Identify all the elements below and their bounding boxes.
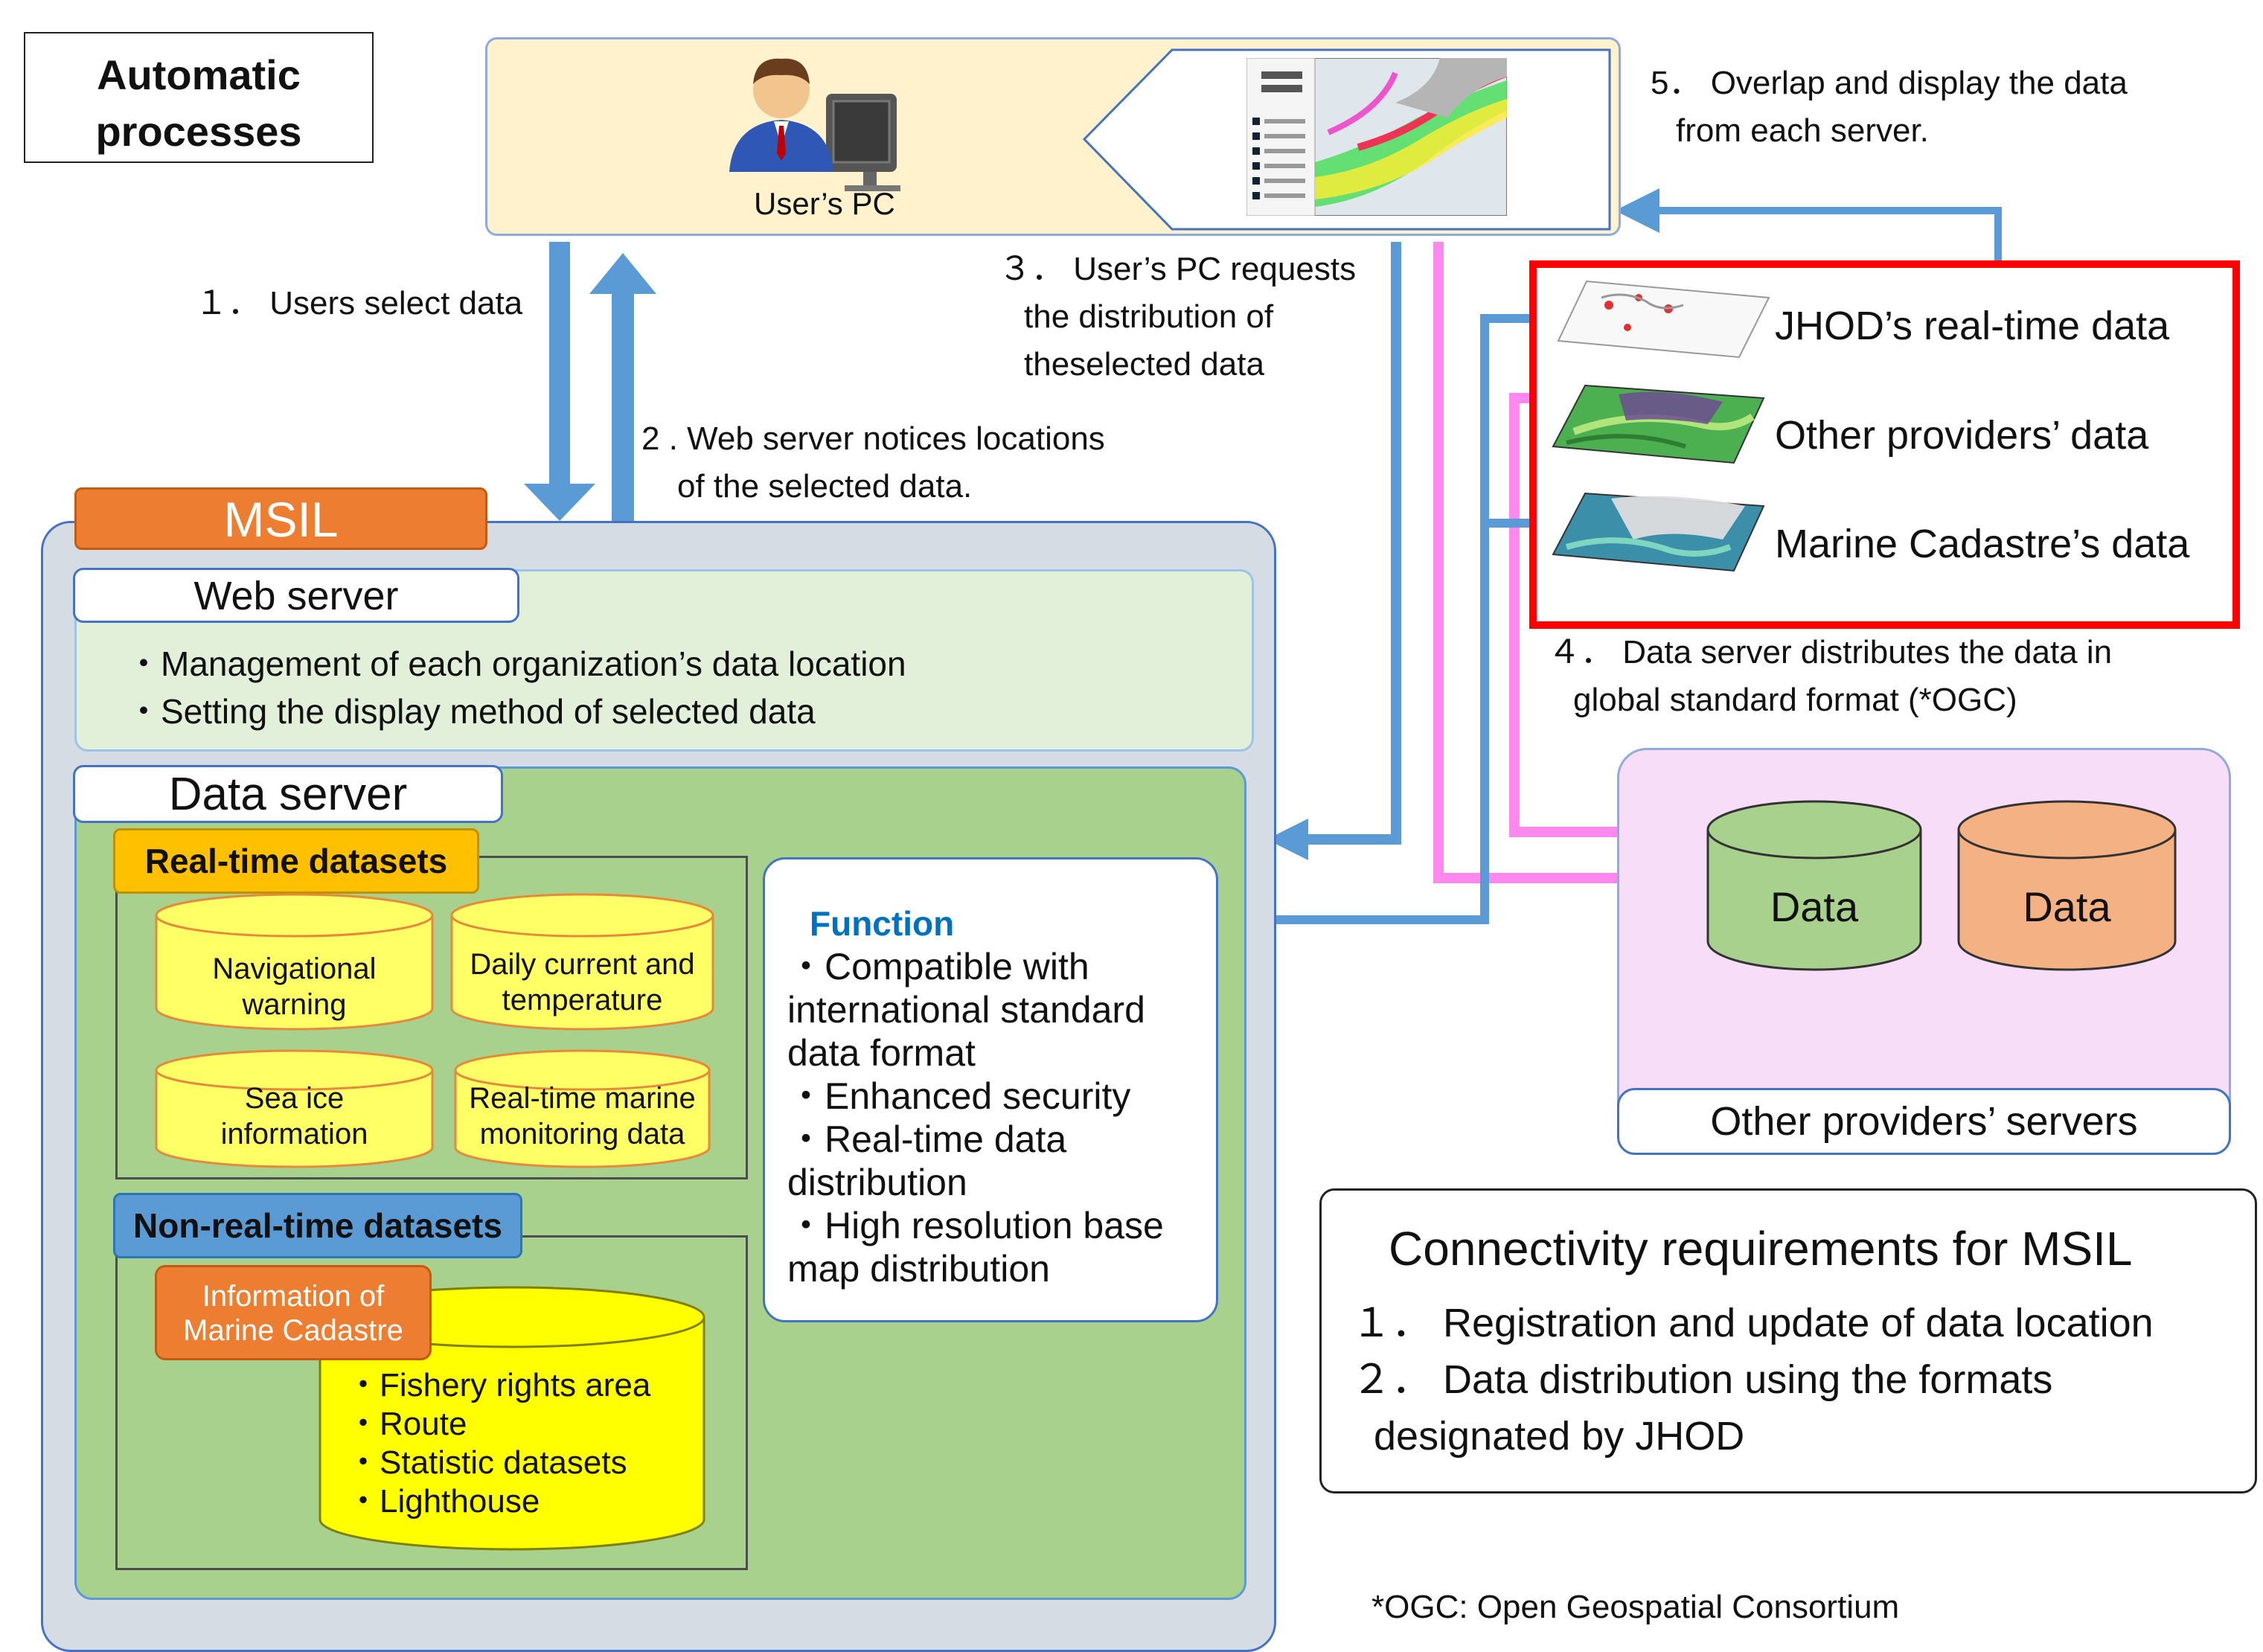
users-pc-label: User’s PC [754,186,895,221]
marine-monitoring-line1: Real-time marine [469,1082,696,1115]
function-line-1: ・Compatible with [787,946,1089,987]
data-orange-label: Data [2023,883,2111,930]
marine-cadastre-tag-line2: Marine Cadastre [183,1314,403,1347]
sea-ice-line1: Sea ice [244,1082,345,1115]
web-server-title-tab: Web server [73,568,519,623]
web-server-bullet-2: ・Setting the display method of selected … [127,692,816,731]
sea-ice-line2: information [220,1118,368,1150]
step3-text: ３． User’s PC requests the distribution o… [999,246,1356,388]
msil-title-tab: MSIL [74,487,487,550]
connectivity-item-1: １． Registration and update of data locat… [1351,1301,2154,1345]
function-line-7: ・High resolution base [787,1205,1164,1246]
msil-title: MSIL [223,492,339,547]
function-line-5: ・Real-time data [787,1118,1067,1160]
function-title: Function [810,904,955,943]
step5-text: 5． Overlap and display the data from eac… [1651,60,2128,155]
nonrealtime-datasets-tag: Non-real-time datasets [113,1193,522,1258]
arrow-step3-request [1267,242,1401,860]
function-line-3: data format [787,1032,976,1074]
user-computer-icon [729,58,900,191]
jhod-layer-label: JHOD’s real-time data [1775,304,2170,348]
cadastre-item-statistic: ・Statistic datasets [347,1444,627,1481]
step3-line1: ３． User’s PC requests [999,251,1357,287]
web-server-bullet-1: ・Management of each organization’s data … [127,644,906,683]
step1-text: １． Users select data [195,285,523,321]
step5-line2: from each server. [1676,112,1929,149]
other-providers-layer-label: Other providers’ data [1775,413,2149,458]
cadastre-item-lighthouse: ・Lighthouse [347,1483,540,1520]
cylinder-realtime-marine-monitoring: Real-time marine monitoring data [454,1049,711,1168]
cadastre-item-fishery: ・Fishery rights area [347,1367,651,1403]
data-server-title: Data server [168,769,408,820]
connectivity-title: Connectivity requirements for MSIL [1389,1222,2133,1275]
step4-line1: ４． Data server distributes the data in [1548,634,2113,670]
cadastre-layer-label: Marine Cadastre’s data [1775,522,2190,566]
data-server-title-tab: Data server [73,765,503,823]
function-line-6: distribution [787,1162,967,1203]
arrow-step2-up [589,253,656,521]
arrow-step1-down [524,242,595,521]
step4-line2: global standard format (*OGC) [1573,681,2017,718]
daily-current-line1: Daily current and [470,948,695,981]
step3-line3: theselected data [1024,345,1264,382]
step2-line1: 2 . Web server notices locations [641,420,1105,457]
web-server-bullets: ・Management of each organization’s data … [127,640,906,735]
arrow-step5-overlap [1615,188,2002,262]
connectivity-requirements-box: Connectivity requirements for MSIL １． Re… [1319,1188,2257,1493]
cylinder-data-green: Data [1706,800,1922,971]
step3-line2: the distribution of [1024,298,1274,335]
cylinder-daily-current-temperature: Daily current and temperature [450,893,714,1031]
other-providers-layer-map-icon [1552,384,1765,464]
ogc-footnote: *OGC: Open Geospatial Consortium [1371,1589,1900,1625]
cadastre-layer-map-icon [1552,492,1765,572]
map-screenshot-thumbnail [1246,58,1507,216]
marine-cadastre-tag-line1: Information of [202,1280,385,1313]
other-providers-servers-label: Other providers’ servers [1710,1099,2138,1144]
cylinder-navigational-warning: Navigational warning [155,893,434,1031]
navigational-warning-line1: Navigational [212,953,377,985]
automatic-processes-line2: processes [95,107,302,155]
nonrealtime-datasets-title: Non-real-time datasets [133,1206,502,1245]
navigational-warning-line2: warning [242,988,347,1021]
realtime-datasets-title: Real-time datasets [144,842,448,880]
daily-current-line2: temperature [502,984,663,1017]
step2-text: 2 . Web server notices locations of the … [641,415,1105,510]
connectivity-item-2-line1: ２． Data distribution using the formats [1351,1357,2053,1402]
cylinder-data-orange: Data [1957,800,2177,971]
web-server-title: Web server [193,574,399,618]
function-line-4: ・Enhanced security [787,1075,1131,1117]
automatic-processes-box: Automatic processes [24,32,374,163]
users-pc-panel: User’s PC [485,37,1621,236]
other-providers-servers-label-box: Other providers’ servers [1617,1088,2231,1155]
cylinder-sea-ice-information: Sea ice information [155,1049,434,1168]
function-line-2: international standard [787,989,1145,1031]
step5-line1: 5． Overlap and display the data [1651,65,2128,101]
realtime-datasets-tag: Real-time datasets [113,828,479,894]
data-green-label: Data [1770,883,1859,930]
arrow-pink-to-servers [1433,242,1680,899]
jhod-layer-map-icon [1557,280,1770,359]
step2-line2: of the selected data. [677,467,973,505]
marine-monitoring-line2: monitoring data [479,1118,685,1150]
function-line-8: map distribution [787,1248,1050,1290]
connectivity-item-2-line2: designated by JHOD [1374,1414,1745,1459]
automatic-processes-line1: Automatic [97,51,301,98]
function-box: Function ・Compatible with international … [763,857,1218,1322]
cadastre-item-route: ・Route [347,1406,467,1442]
marine-cadastre-tag: Information of Marine Cadastre [155,1265,432,1360]
step4-text: ４． Data server distributes the data in g… [1548,629,2112,724]
